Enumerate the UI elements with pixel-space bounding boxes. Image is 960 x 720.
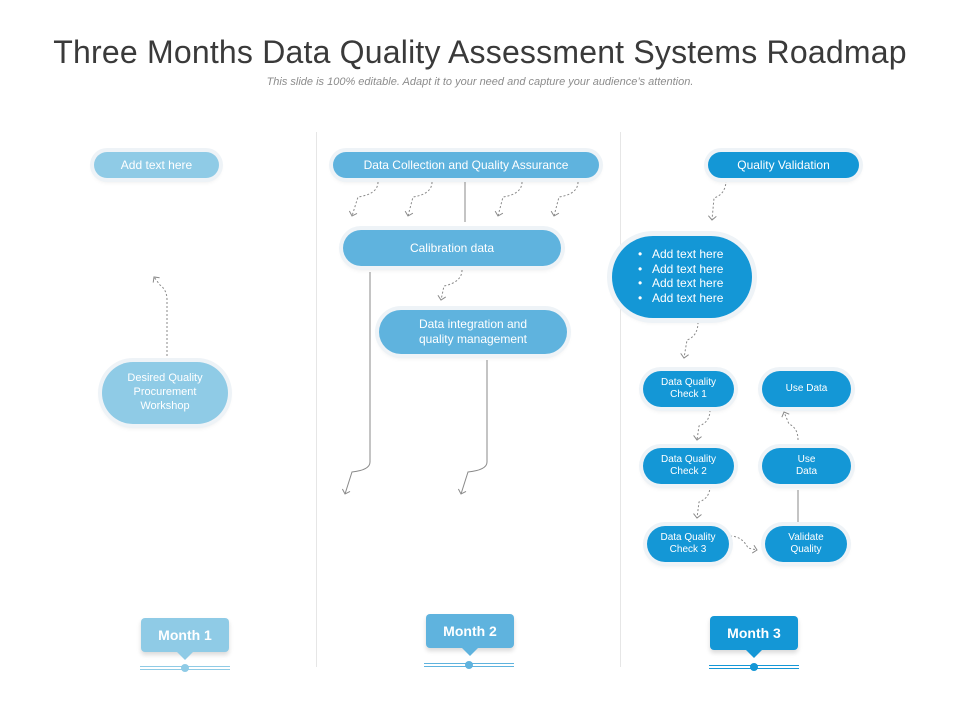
m2-arrow-3 xyxy=(494,181,523,217)
calibration-node[interactable]: Calibration data xyxy=(343,230,561,266)
month1-label: Month 1 xyxy=(158,627,212,643)
slide-title: Three Months Data Quality Assessment Sys… xyxy=(53,34,907,70)
quality-validation-node[interactable]: Quality Validation xyxy=(708,152,859,178)
bullet-item: Add text here xyxy=(638,262,752,277)
integration-node[interactable]: Data integration and quality management xyxy=(379,310,567,354)
month2-dot xyxy=(465,661,473,669)
m3-validation-arrow xyxy=(707,179,727,221)
quality-check-1-node[interactable]: Data Quality Check 1 xyxy=(643,371,734,407)
slide-subtitle: This slide is 100% editable. Adapt it to… xyxy=(266,76,694,88)
m2-arrow-4 xyxy=(550,181,579,217)
month2-marker[interactable]: Month 2 xyxy=(426,614,514,656)
quality-check-3-node[interactable]: Data Quality Check 3 xyxy=(647,526,729,562)
month1-dot xyxy=(181,664,189,672)
column-divider-2 xyxy=(620,132,621,667)
workshop-node[interactable]: Desired Quality Procurement Workshop xyxy=(102,362,228,424)
m3-bullets-to-check1 xyxy=(680,321,699,359)
m2-int-long-line xyxy=(457,360,488,495)
workshop-up-arrow xyxy=(152,276,168,356)
month2-label: Month 2 xyxy=(443,623,497,639)
use-data-mid-node[interactable]: Use Data xyxy=(762,448,851,484)
bullet-item: Add text here xyxy=(638,247,752,262)
m3-check1-to-check2 xyxy=(693,409,711,441)
m2-arrow-2 xyxy=(404,181,433,217)
month3-label: Month 3 xyxy=(727,625,781,641)
data-collection-node[interactable]: Data Collection and Quality Assurance xyxy=(333,152,599,178)
quality-check-2-node[interactable]: Data Quality Check 2 xyxy=(643,448,734,484)
month1-marker[interactable]: Month 1 xyxy=(141,618,229,660)
month3-dot xyxy=(750,663,758,671)
bullet-item: Add text here xyxy=(638,291,752,306)
m2-arrow-1 xyxy=(348,181,379,217)
use-data-top-node[interactable]: Use Data xyxy=(762,371,851,407)
column-divider-1 xyxy=(316,132,317,667)
bullet-list-node[interactable]: Add text here Add text here Add text her… xyxy=(612,236,752,318)
m2-cal-long-line xyxy=(341,272,371,495)
m3-check2-to-check3 xyxy=(693,485,711,519)
month3-marker[interactable]: Month 3 xyxy=(710,616,798,658)
validate-quality-node[interactable]: Validate Quality xyxy=(765,526,847,562)
m2-cal-to-int xyxy=(437,269,463,301)
bullet-item: Add text here xyxy=(638,276,752,291)
m3-check3-to-validate xyxy=(729,535,758,554)
m3-usedata-up xyxy=(781,411,799,441)
month1-top-label[interactable]: Add text here xyxy=(94,152,219,178)
